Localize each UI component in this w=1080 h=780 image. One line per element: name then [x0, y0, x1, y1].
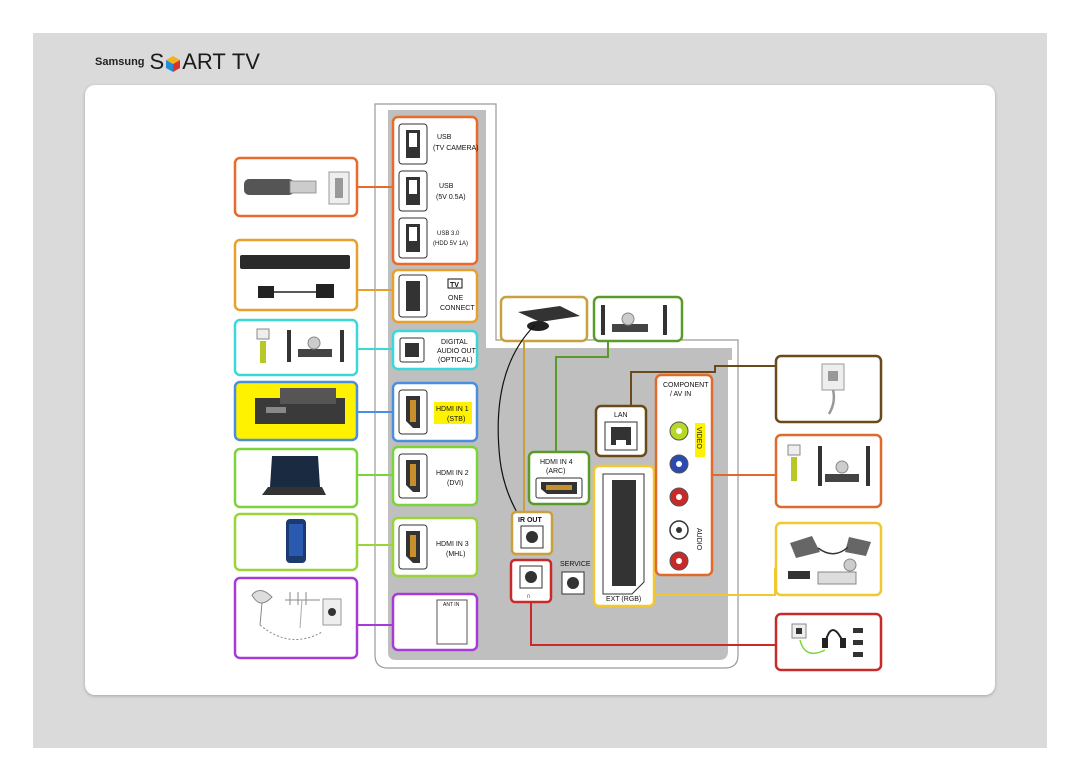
lan-label: LAN — [614, 412, 628, 419]
ir-out-port[interactable] — [520, 525, 544, 549]
home-theater-icon-3 — [787, 444, 870, 486]
usb-port-group: USB (TV CAMERA) USB (5V 0.5A) USB 3.0 (H… — [391, 115, 479, 266]
ant-port-group: ANT IN — [391, 592, 479, 652]
component-device-box — [774, 433, 883, 509]
antenna-device-box — [233, 576, 359, 660]
usb3-sublabel: (HDD 5V 1A) — [433, 241, 468, 247]
one-connect-port-group: TV ONE CONNECT — [391, 268, 479, 324]
usb-port-3[interactable] — [398, 217, 428, 259]
usb-port-2[interactable] — [398, 170, 428, 212]
ext-device-box — [774, 521, 883, 597]
brand-maker: Samsung — [95, 56, 145, 68]
ir-out-label: IR OUT — [518, 517, 542, 524]
ir-out-port-group: IR OUT — [510, 510, 554, 556]
hdmi3-port[interactable] — [398, 524, 428, 570]
set-top-box-icon — [255, 388, 345, 424]
headphone-device-box — [774, 612, 883, 672]
hdmi3-port-group: HDMI IN 3 (MHL) — [391, 516, 479, 578]
ext-label: EXT (RGB) — [606, 596, 641, 603]
hdmi2-sublabel: (DVI) — [447, 480, 463, 487]
home-theater-icon-2 — [601, 305, 667, 335]
brand-suffix: TV — [231, 49, 260, 74]
service-port[interactable] — [561, 571, 585, 595]
one-connect-label-1: ONE — [448, 295, 464, 302]
hdmi2-port-group: HDMI IN 2 (DVI) — [391, 445, 479, 507]
hdmi4-label: HDMI IN 4 — [540, 459, 573, 466]
component-label-1: COMPONENT — [663, 382, 709, 389]
component-audio-label: AUDIO — [695, 528, 702, 551]
ir-blaster-icon — [518, 306, 580, 331]
laptop-device-box — [233, 447, 359, 509]
component-pr-jack[interactable] — [669, 487, 689, 507]
brand-logo: Samsung S ART TV — [95, 48, 260, 76]
headphone-port-icon: ∩ — [526, 593, 531, 600]
optical-device-box — [233, 318, 359, 377]
brand-product-right: ART — [182, 49, 226, 74]
optical-label-3: (OPTICAL) — [438, 357, 473, 364]
optical-label-2: AUDIO OUT — [437, 348, 477, 355]
arc-device-box — [592, 295, 684, 343]
ant-label: ANT IN — [443, 602, 460, 608]
audio-r-jack[interactable] — [669, 551, 689, 571]
hdmi4-sublabel: (ARC) — [546, 468, 565, 475]
component-video-jack[interactable] — [669, 421, 689, 441]
smartphone-icon — [286, 519, 306, 563]
one-connect-device-box — [233, 238, 359, 312]
usb1-label: USB — [437, 134, 452, 141]
usb2-sublabel: (5V 0.5A) — [436, 194, 466, 201]
laptop-icon — [262, 456, 326, 495]
usb2-label: USB — [439, 183, 454, 190]
component-video-label: VIDEO — [695, 427, 702, 449]
service-label: SERVICE — [560, 561, 591, 568]
hdmi1-port-group: HDMI IN 1 (STB) — [391, 381, 479, 443]
usb3-label: USB 3.0 — [437, 231, 460, 237]
service-port-group: SERVICE — [560, 561, 591, 595]
usb-port-1[interactable] — [398, 123, 428, 165]
home-theater-icon — [256, 328, 344, 363]
ext-port-group: EXT (RGB) — [592, 464, 656, 608]
one-connect-label-2: CONNECT — [440, 305, 475, 312]
headphone-port[interactable] — [519, 565, 543, 589]
component-port-group: COMPONENT / AV IN VIDEO AUDIO — [654, 373, 714, 577]
hdmi2-label: HDMI IN 2 — [436, 470, 469, 477]
hdmi3-label: HDMI IN 3 — [436, 541, 469, 548]
hdmi1-sublabel: (STB) — [447, 416, 465, 423]
component-label-2: / AV IN — [670, 391, 691, 398]
hdmi4-port-group: HDMI IN 4 (ARC) — [527, 450, 591, 506]
brand-product-left: S — [149, 49, 165, 74]
one-connect-tv-label: TV — [450, 282, 459, 289]
antenna-icon — [251, 590, 342, 641]
lan-device-box — [774, 354, 883, 424]
hdmi1-label: HDMI IN 1 — [436, 406, 469, 413]
hdmi4-port[interactable] — [535, 477, 583, 499]
one-connect-box-icon — [240, 255, 350, 298]
smart-cube-icon — [165, 55, 181, 73]
phone-device-box — [233, 512, 359, 572]
lan-port-group: LAN — [594, 404, 648, 458]
dvd-icon — [788, 536, 871, 585]
audio-l-jack[interactable] — [669, 520, 689, 540]
scart-port[interactable] — [602, 473, 645, 595]
hdmi3-sublabel: (MHL) — [446, 551, 465, 558]
ir-device-box — [499, 295, 589, 343]
headphone-port-group: ∩ — [509, 558, 553, 604]
stb-device-box — [233, 380, 359, 442]
usb-device-box — [233, 156, 359, 218]
connection-diagram: USB (TV CAMERA) USB (5V 0.5A) USB 3.0 (H… — [233, 103, 883, 672]
diagram-card: USB (TV CAMERA) USB (5V 0.5A) USB 3.0 (H… — [85, 85, 995, 695]
usb-stick-icon — [244, 171, 350, 205]
optical-port[interactable] — [399, 337, 425, 363]
wall-outlet-icon — [821, 363, 845, 415]
ant-port[interactable] — [436, 599, 468, 645]
hdmi1-port[interactable] — [398, 389, 428, 435]
component-pb-jack[interactable] — [669, 454, 689, 474]
optical-port-group: DIGITAL AUDIO OUT (OPTICAL) — [391, 329, 479, 371]
optical-label-1: DIGITAL — [441, 339, 468, 346]
headphones-icon — [791, 623, 863, 657]
one-connect-port[interactable] — [398, 274, 428, 318]
usb1-sublabel: (TV CAMERA) — [433, 145, 479, 152]
lan-port[interactable] — [604, 421, 638, 451]
hdmi2-port[interactable] — [398, 453, 428, 499]
